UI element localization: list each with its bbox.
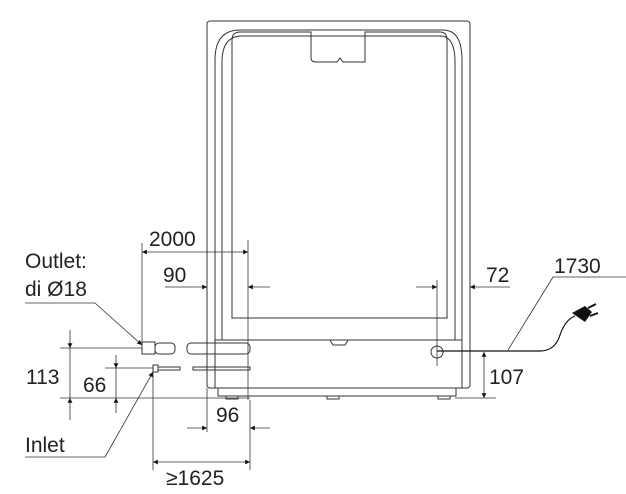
dim-2000: 2000 bbox=[149, 228, 196, 251]
dimension-lines bbox=[25, 240, 626, 470]
outlet-label: Outlet: bbox=[25, 250, 87, 273]
dim-1730: 1730 bbox=[554, 255, 601, 278]
outlet-hose bbox=[60, 341, 251, 355]
appliance-body bbox=[206, 20, 471, 400]
dim-96: 96 bbox=[216, 404, 239, 427]
foot bbox=[437, 395, 451, 400]
foot bbox=[326, 395, 340, 400]
dim-90: 90 bbox=[163, 264, 186, 287]
inlet-hose bbox=[105, 364, 251, 373]
dim-1625: ≥1625 bbox=[166, 467, 224, 490]
dim-66: 66 bbox=[83, 374, 106, 397]
dim-113: 113 bbox=[26, 366, 59, 389]
dim-72: 72 bbox=[486, 264, 509, 287]
outlet-diameter-label: di Ø18 bbox=[25, 278, 87, 301]
power-cord bbox=[437, 303, 599, 352]
dim-107: 107 bbox=[489, 366, 524, 389]
plug-icon bbox=[572, 306, 592, 322]
foot bbox=[225, 395, 239, 400]
inlet-label: Inlet bbox=[25, 434, 65, 457]
